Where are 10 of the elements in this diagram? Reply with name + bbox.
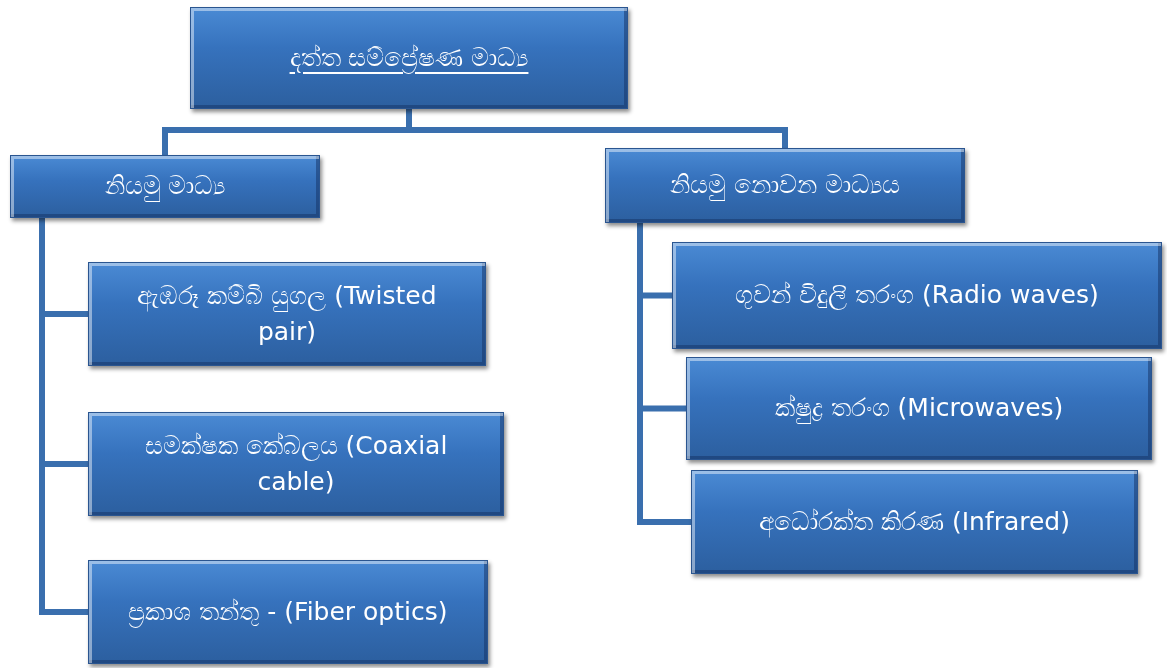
category-box: ඇඹරූ කම්බි යුගල (Twisted pair)	[88, 262, 486, 366]
connector-line	[39, 218, 88, 615]
category-box: නියමු නොවන මාධ්‍යය	[605, 148, 965, 223]
category-box: අධෝරක්ත කිරණ (Infrared)	[691, 470, 1138, 574]
category-box: ගුවන් විදුලි තරංග (Radio waves)	[672, 242, 1162, 349]
category-box: සමක්ෂක කේබලය (Coaxial cable)	[88, 412, 504, 516]
category-box: ප්‍රකාශ තන්තු - (Fiber optics)	[88, 560, 488, 664]
category-box: ක්ෂුද්‍ර තරංග (Microwaves)	[686, 357, 1152, 460]
category-box: නියමු මාධ්‍ය	[10, 155, 320, 218]
title-box: දත්ත සම්ප්‍රේෂණ මාධ්‍ය	[190, 7, 628, 109]
